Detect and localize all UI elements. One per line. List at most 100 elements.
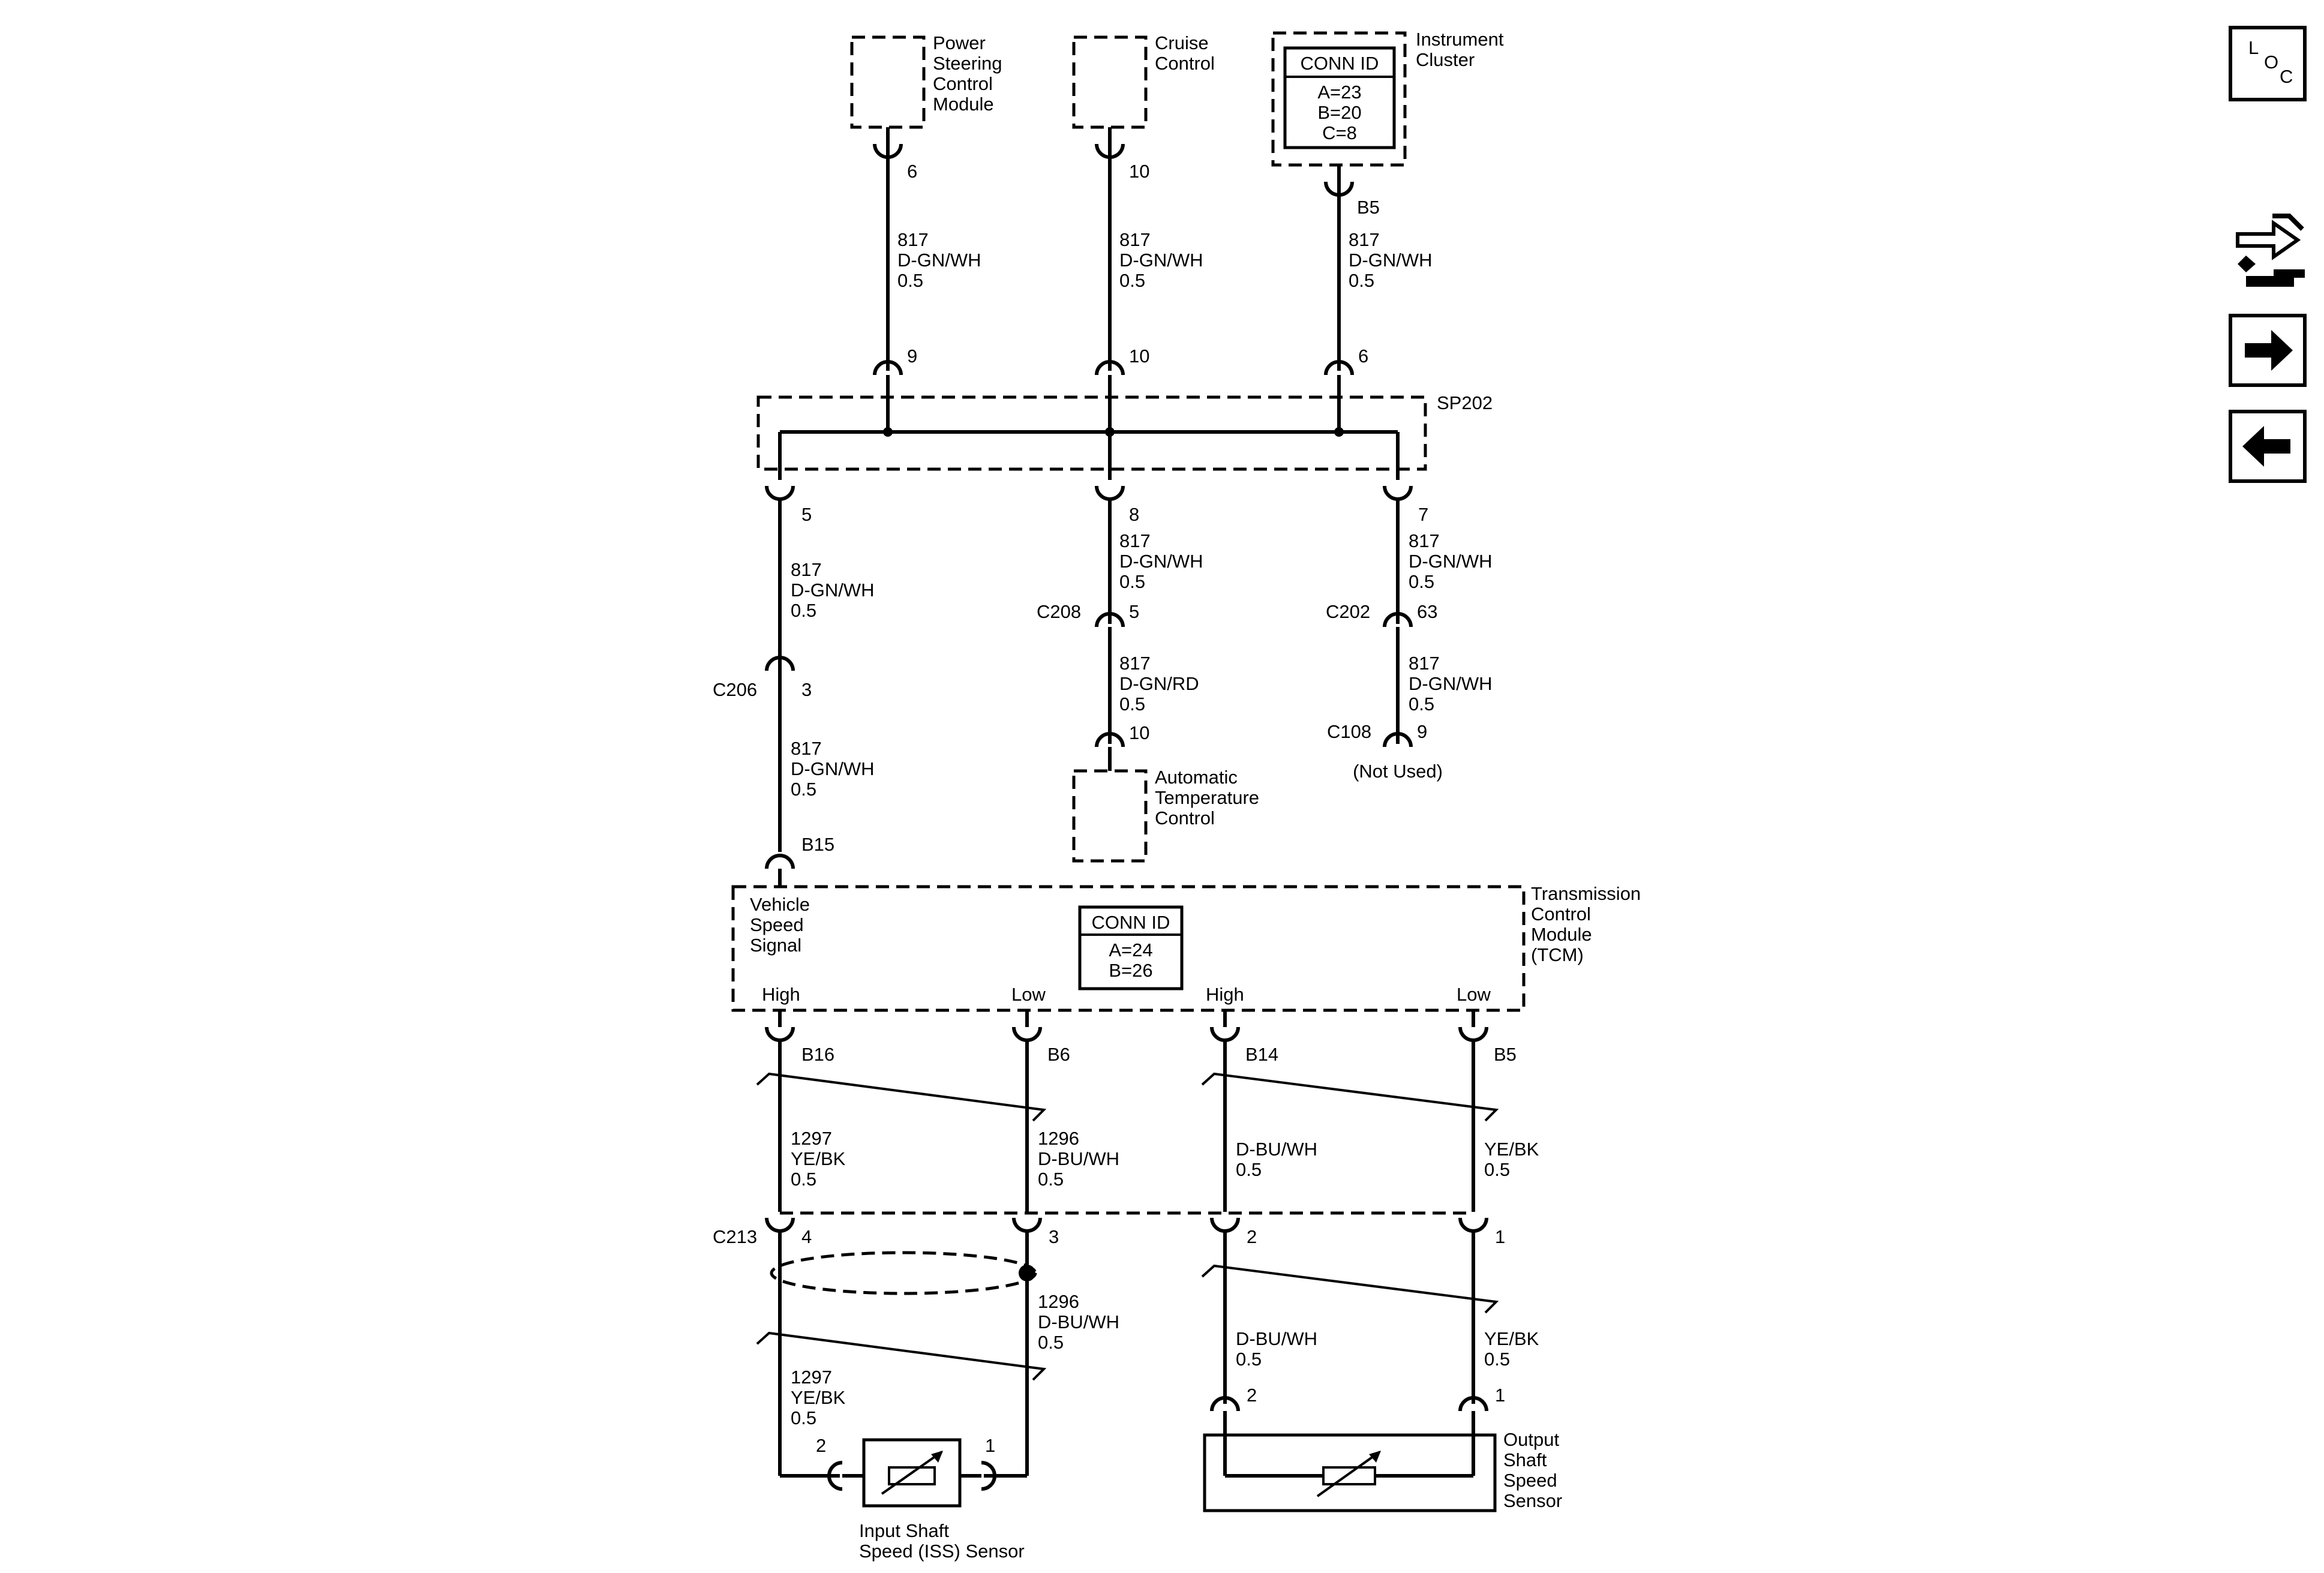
- wire-w11: 1296 D-BU/WH 0.5: [1038, 1128, 1119, 1190]
- wire-w8: 817 D-GN/RD 0.5: [1119, 653, 1199, 715]
- svg-text:D-GN/WH: D-GN/WH: [1349, 250, 1432, 271]
- svg-text:0.5: 0.5: [1038, 1332, 1064, 1353]
- tcm-signal-3: Signal: [750, 935, 801, 956]
- svg-text:0.5: 0.5: [1119, 270, 1145, 291]
- atc-label-2: Temperature: [1155, 787, 1259, 808]
- svg-text:0.5: 0.5: [1484, 1159, 1510, 1180]
- tcm-bottom-connectors: [765, 1010, 1488, 1042]
- pscm-label-3: Control: [933, 73, 993, 94]
- tcm-high-1: High: [762, 984, 800, 1005]
- tcm-label-3: Module: [1531, 924, 1592, 945]
- pin-sp-c: 6: [1358, 346, 1368, 367]
- wire-w15: 1297 YE/BK 0.5: [791, 1367, 846, 1428]
- svg-text:YE/BK: YE/BK: [791, 1387, 846, 1408]
- svg-text:1296: 1296: [1038, 1128, 1079, 1149]
- wire-w3: 817 D-GN/WH 0.5: [1349, 229, 1432, 291]
- pin-cruise: 10: [1129, 161, 1149, 182]
- svg-text:D-BU/WH: D-BU/WH: [1236, 1139, 1317, 1160]
- svg-text:D-GN/WH: D-GN/WH: [897, 250, 981, 271]
- instrument-cluster-component: CONN ID A=23 B=20 C=8 Instrument Cluster: [1271, 29, 1504, 167]
- svg-text:D-GN/WH: D-GN/WH: [791, 580, 874, 601]
- svg-text:817: 817: [791, 559, 822, 580]
- connector-c213: [765, 1211, 1488, 1233]
- pin-sp-f: 7: [1418, 504, 1428, 525]
- pin-tcm-b5: B5: [1494, 1044, 1517, 1065]
- loc-letter-c: C: [2280, 66, 2293, 87]
- pin-ipc: B5: [1357, 197, 1380, 218]
- pin-pscm: 6: [907, 161, 917, 182]
- svg-text:817: 817: [1119, 653, 1151, 674]
- svg-text:0.5: 0.5: [1236, 1159, 1262, 1180]
- back-arrow-icon[interactable]: [2229, 410, 2307, 483]
- svg-text:817: 817: [897, 229, 929, 250]
- pscm-label-4: Module: [933, 94, 994, 115]
- svg-text:0.5: 0.5: [791, 1407, 816, 1428]
- svg-text:D-GN/RD: D-GN/RD: [1119, 673, 1199, 694]
- svg-text:1296: 1296: [1038, 1291, 1079, 1312]
- svg-text:0.5: 0.5: [1236, 1349, 1262, 1370]
- svg-text:D-GN/WH: D-GN/WH: [1119, 250, 1203, 271]
- c108-label: C108: [1327, 721, 1371, 742]
- svg-text:0.5: 0.5: [1119, 694, 1145, 715]
- ipc-conn-line-3: C=8: [1322, 122, 1357, 143]
- cruise-control-component: Cruise Control: [1072, 32, 1215, 129]
- svg-text:817: 817: [1119, 229, 1151, 250]
- ipc-label-2: Cluster: [1416, 49, 1475, 70]
- svg-text:1297: 1297: [791, 1367, 832, 1388]
- tcm-signal-2: Speed: [750, 914, 804, 935]
- svg-text:D-GN/WH: D-GN/WH: [791, 758, 874, 779]
- shield-drain: [770, 1251, 1037, 1295]
- svg-text:D-GN/WH: D-GN/WH: [1409, 551, 1492, 572]
- svg-text:D-GN/WH: D-GN/WH: [1409, 673, 1492, 694]
- pin-sp-b: 10: [1129, 346, 1149, 367]
- atc-label-3: Control: [1155, 807, 1215, 828]
- pin-tcm-b14: B14: [1245, 1044, 1278, 1065]
- atc-component: Automatic Temperature Control: [1072, 767, 1259, 863]
- wire-w5: 817 D-GN/WH 0.5: [791, 738, 874, 800]
- iss-sensor: 2 1 Input Shaft Speed (ISS) Sensor: [780, 1435, 1027, 1562]
- svg-text:817: 817: [1119, 530, 1151, 551]
- pin-c202: 63: [1417, 601, 1437, 622]
- pin-c213-1: 1: [1495, 1226, 1505, 1247]
- cruise-label-1: Cruise: [1155, 32, 1209, 53]
- not-used-label: (Not Used): [1353, 761, 1443, 782]
- twisted-pair-upper: [756, 1072, 1499, 1122]
- svg-text:D-GN/WH: D-GN/WH: [1119, 551, 1203, 572]
- wire-w13: YE/BK 0.5: [1484, 1139, 1539, 1180]
- tcm-low-2: Low: [1457, 984, 1491, 1005]
- svg-text:D-BU/WH: D-BU/WH: [1038, 1148, 1119, 1169]
- tcm-conn-title: CONN ID: [1092, 912, 1170, 933]
- connector-c206: [765, 648, 795, 671]
- svg-text:YE/BK: YE/BK: [1484, 1328, 1539, 1349]
- svg-text:0.5: 0.5: [791, 779, 816, 800]
- ipc-label-1: Instrument: [1416, 29, 1504, 50]
- svg-text:817: 817: [1409, 653, 1440, 674]
- forward-arrow-icon[interactable]: [2229, 314, 2307, 387]
- location-icon[interactable]: L O C: [2229, 26, 2307, 101]
- pin-tcm-b6: B6: [1047, 1044, 1070, 1065]
- wire-w12: D-BU/WH 0.5: [1236, 1139, 1317, 1180]
- tcm-signal-1: Vehicle: [750, 894, 810, 915]
- svg-text:0.5: 0.5: [1484, 1349, 1510, 1370]
- c213-label: C213: [713, 1226, 757, 1247]
- wire-w10: 1297 YE/BK 0.5: [791, 1128, 846, 1190]
- tcm-label-4: (TCM): [1531, 944, 1584, 965]
- tcm-conn-line-2: B=26: [1109, 960, 1152, 981]
- wire-w7: 817 D-GN/WH 0.5: [1409, 530, 1492, 592]
- loc-letter-o: O: [2264, 52, 2278, 73]
- ipc-conn-line-1: A=23: [1317, 82, 1361, 103]
- pin-oss-1: 1: [1495, 1385, 1505, 1406]
- pin-sp-a: 9: [907, 346, 917, 367]
- svg-text:817: 817: [1349, 229, 1380, 250]
- c202-label: C202: [1326, 601, 1370, 622]
- wiring-repair-icon[interactable]: [2236, 214, 2305, 287]
- wire-w16: D-BU/WH 0.5: [1236, 1328, 1317, 1370]
- pin-c108: 9: [1417, 721, 1427, 742]
- pscm-component: Power Steering Control Module: [850, 32, 1002, 129]
- tcm-conn-line-1: A=24: [1109, 939, 1152, 960]
- iss-label-2: Speed (ISS) Sensor: [859, 1541, 1025, 1562]
- wire-w6: 817 D-GN/WH 0.5: [1119, 530, 1203, 592]
- pscm-label-2: Steering: [933, 53, 1002, 74]
- wire-w14: 1296 D-BU/WH 0.5: [1038, 1291, 1119, 1353]
- c206-label: C206: [713, 679, 757, 700]
